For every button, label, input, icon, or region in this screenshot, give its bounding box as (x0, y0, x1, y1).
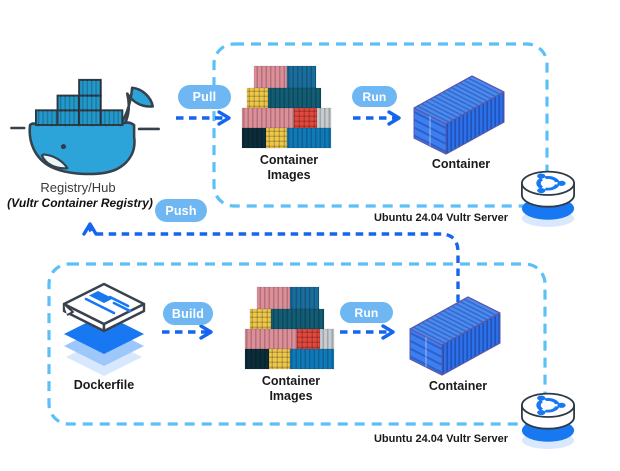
container-images-icon-bottom (243, 283, 336, 371)
pull-badge: Pull (178, 85, 231, 109)
bottom-server-box (47, 262, 547, 426)
push-badge: Push (155, 199, 207, 222)
build-badge: Build (163, 302, 213, 325)
run-badge-top: Run (352, 86, 397, 107)
container-images-label-bottom: Container Images (261, 374, 321, 403)
run-badge-bottom: Run (340, 302, 393, 323)
server-label-top: Ubuntu 24.04 Vultr Server (373, 212, 509, 224)
container-images-label-top: Container Images (259, 153, 319, 182)
push-arrow (82, 222, 460, 302)
dockerfile-label: Dockerfile (73, 378, 135, 392)
container-label-bottom: Container (428, 379, 488, 393)
container-images-icon-top (240, 62, 333, 150)
ubuntu-server-icon-top (512, 158, 584, 232)
ubuntu-server-icon-bottom (512, 380, 584, 454)
container-3d-icon-top (408, 60, 514, 156)
registry-subtitle: (Vultr Container Registry) (7, 196, 153, 210)
docker-whale-icon (8, 74, 166, 180)
container-label-top: Container (431, 157, 491, 171)
container-3d-icon-bottom (404, 281, 510, 377)
dockerfile-icon (58, 280, 150, 380)
server-label-bottom: Ubuntu 24.04 Vultr Server (373, 433, 509, 445)
registry-title: Registry/Hub (40, 180, 116, 195)
